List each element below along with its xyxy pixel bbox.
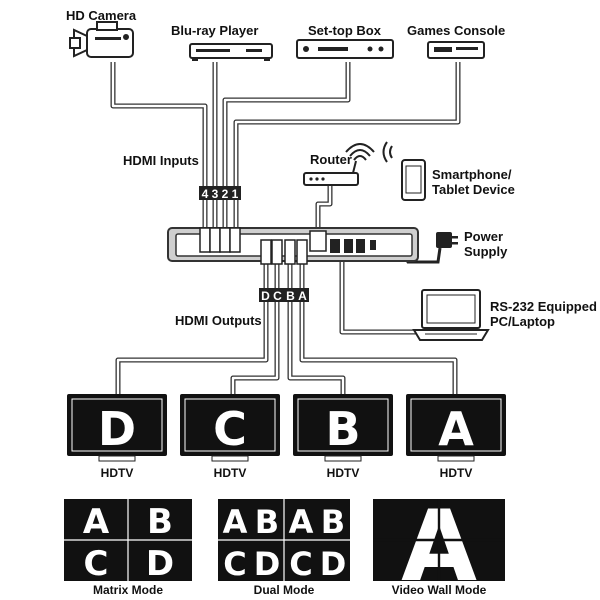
cable-out-c: [230, 262, 280, 394]
hdmi-outputs-label: HDMI Outputs: [175, 313, 262, 328]
hdtv-label: HDTV: [327, 466, 360, 480]
output-port-tag: B: [284, 288, 297, 303]
cable-games-core: [234, 62, 460, 240]
cable-rs232: [339, 258, 420, 335]
cable-router: [315, 186, 333, 232]
cable-out-b-core: [288, 262, 345, 394]
output-port-letter: A: [298, 289, 307, 303]
power-supply-line1: Power: [464, 229, 503, 244]
cable-out-d-core: [116, 262, 268, 394]
hdtv-display-letter: A: [438, 402, 474, 456]
cable-hd-camera: [110, 62, 208, 240]
input-port-tag: 2: [219, 186, 231, 201]
dual-mode-letter: A: [223, 503, 248, 541]
power-adapter-icon: [436, 232, 458, 248]
hd-camera-label: HD Camera: [66, 8, 137, 23]
hdtv-display: C HDTV: [180, 394, 280, 480]
dual-mode-letter: C: [289, 545, 312, 583]
dual-mode-letter: A: [289, 503, 314, 541]
cable-settop-core: [223, 62, 350, 240]
video-wall-mode-panel: A: [373, 490, 505, 600]
cables: [110, 62, 461, 394]
hdtv-displays: D HDTV C HDTV B HDTV A HDTV: [67, 394, 506, 480]
power-supply-line2: Supply: [464, 244, 508, 259]
input-port-tag: 1: [229, 186, 241, 201]
games-console-icon: [427, 41, 485, 59]
cable-out-b: [287, 262, 346, 394]
input-port-number: 3: [212, 187, 219, 201]
dual-mode-letter: D: [254, 545, 281, 583]
input-port-tags: 4 3 2 1: [199, 186, 241, 201]
input-port-number: 1: [232, 187, 239, 201]
cable-hd-camera-core: [111, 62, 207, 240]
router-label: Router: [310, 152, 352, 167]
rs232-pc-label: RS-232 Equipped PC/Laptop: [490, 299, 600, 329]
smartphone-icon: [401, 159, 426, 201]
hdtv-display-letter: B: [325, 402, 360, 456]
input-port-tag: 4: [199, 186, 211, 201]
output-port-letter: C: [273, 289, 282, 303]
hdtv-label: HDTV: [214, 466, 247, 480]
wifi-icon: [345, 143, 375, 161]
cable-out-c-core: [231, 262, 279, 394]
dual-mode-letter: B: [255, 503, 279, 541]
output-port-tags: D C B A: [259, 288, 309, 303]
output-port-letter: D: [261, 289, 270, 303]
bluray-label: Blu-ray Player: [171, 23, 258, 38]
smartphone-label: Smartphone/ Tablet Device: [432, 167, 515, 197]
dual-mode-letter: B: [321, 503, 345, 541]
settop-box-icon: [296, 39, 394, 59]
matrix-mode-letter: C: [84, 544, 109, 584]
settop-label: Set-top Box: [308, 23, 382, 38]
rs232-pc-line2: PC/Laptop: [490, 314, 555, 329]
hdtv-display: D HDTV: [67, 394, 167, 480]
dual-mode-panel: A B A B C D C D: [218, 499, 350, 583]
output-port-tag: D: [259, 288, 272, 303]
dual-mode-letter: C: [223, 545, 246, 583]
video-wall-mode-label: Video Wall Mode: [392, 583, 487, 597]
output-connectors: [260, 239, 308, 265]
input-port-number: 2: [222, 187, 229, 201]
input-port-tag: 3: [209, 186, 221, 201]
games-label: Games Console: [407, 23, 505, 38]
output-port-letter: B: [286, 289, 295, 303]
smartphone-label-line2: Tablet Device: [432, 182, 515, 197]
router-icon: [303, 160, 359, 186]
rs232-pc-line1: RS-232 Equipped: [490, 299, 597, 314]
hdtv-label: HDTV: [440, 466, 473, 480]
hdtv-display-letter: D: [98, 402, 136, 456]
hdtv-label: HDTV: [101, 466, 134, 480]
dual-mode-label: Dual Mode: [254, 583, 315, 597]
hd-camera-icon: [69, 21, 134, 58]
matrix-mode-label: Matrix Mode: [93, 583, 163, 597]
cable-router-core: [316, 186, 332, 232]
output-port-tag: A: [296, 288, 309, 303]
matrix-mode-letter: B: [147, 502, 173, 542]
input-connectors: [199, 227, 241, 253]
output-port-tag: C: [271, 288, 284, 303]
matrix-mode-letter: D: [146, 544, 174, 584]
hdtv-display: B HDTV: [293, 394, 393, 480]
cable-out-d: [115, 262, 269, 394]
bluray-player-icon: [189, 43, 273, 61]
hdtv-display-letter: C: [213, 402, 247, 456]
input-port-number: 4: [202, 187, 209, 201]
wifi-icon: [382, 141, 393, 163]
cable-rs232-core: [340, 258, 420, 334]
cable-out-a-core: [300, 262, 457, 394]
matrix-mode-letter: A: [83, 502, 110, 542]
hdtv-display: A HDTV: [406, 394, 506, 480]
cable-settop: [222, 62, 351, 240]
laptop-icon: [412, 289, 490, 341]
dual-mode-letter: D: [320, 545, 347, 583]
hdmi-inputs-label: HDMI Inputs: [123, 153, 199, 168]
matrix-mode-panel: A B C D: [64, 499, 192, 584]
power-supply-label: Power Supply: [464, 229, 508, 259]
smartphone-label-line1: Smartphone/: [432, 167, 512, 182]
